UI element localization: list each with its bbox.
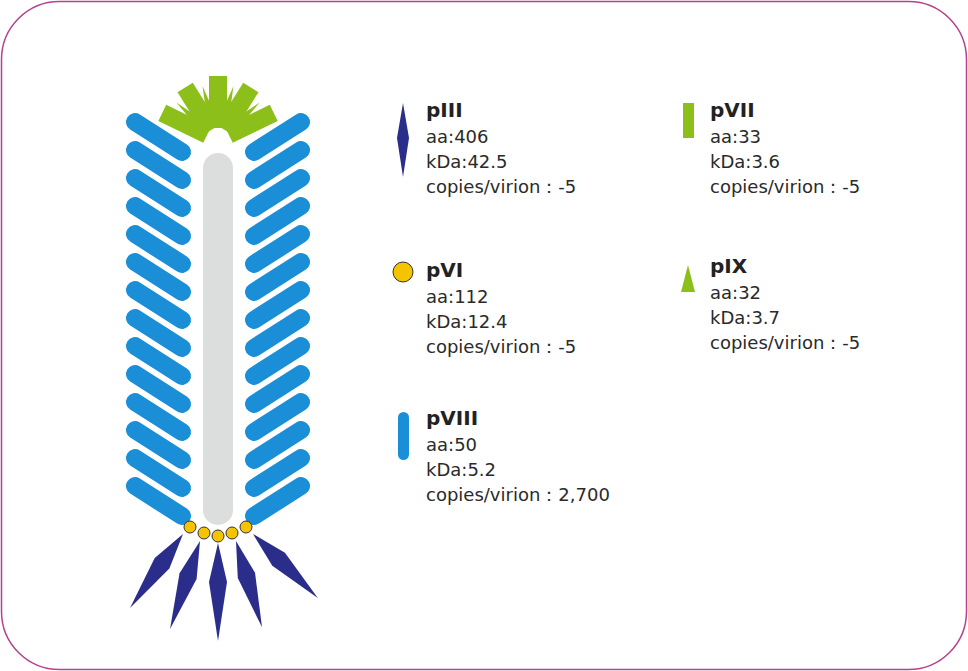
- cap-proteins: [184, 521, 252, 542]
- pvi-icon: [393, 262, 413, 282]
- tip-proteins: [158, 76, 277, 143]
- protein-property: copies/virion：2,700: [426, 484, 610, 506]
- coat-proteins: [135, 122, 301, 516]
- protein-property: aa:50: [426, 434, 477, 456]
- protein-name: pVIII: [426, 406, 478, 430]
- pviii-icon: [398, 412, 409, 460]
- genome-core: [203, 153, 233, 525]
- protein-name: pVII: [710, 98, 755, 122]
- protein-name: pIII: [426, 98, 463, 122]
- protein-property: aa:406: [426, 126, 488, 148]
- protein-property: copies/virion：-5: [426, 336, 576, 358]
- protein-property: kDa:3.7: [710, 307, 780, 329]
- protein-property: aa:33: [710, 126, 761, 148]
- protein-name: pIX: [710, 254, 747, 278]
- protein-property: kDa:42.5: [426, 151, 507, 173]
- attachment-proteins: [123, 528, 324, 641]
- pix-icon: [681, 265, 695, 292]
- protein-property: kDa:5.2: [426, 459, 496, 481]
- piii-icon: [397, 103, 409, 177]
- protein-property: kDa:12.4: [426, 311, 507, 333]
- protein-property: copies/virion：-5: [710, 176, 860, 198]
- protein-name: pVI: [426, 258, 463, 282]
- protein-property: copies/virion：-5: [426, 176, 576, 198]
- protein-property: kDa:3.6: [710, 151, 780, 173]
- pvii-icon: [683, 103, 694, 138]
- protein-property: aa:112: [426, 286, 488, 308]
- protein-property: aa:32: [710, 282, 761, 304]
- protein-property: copies/virion：-5: [710, 332, 860, 354]
